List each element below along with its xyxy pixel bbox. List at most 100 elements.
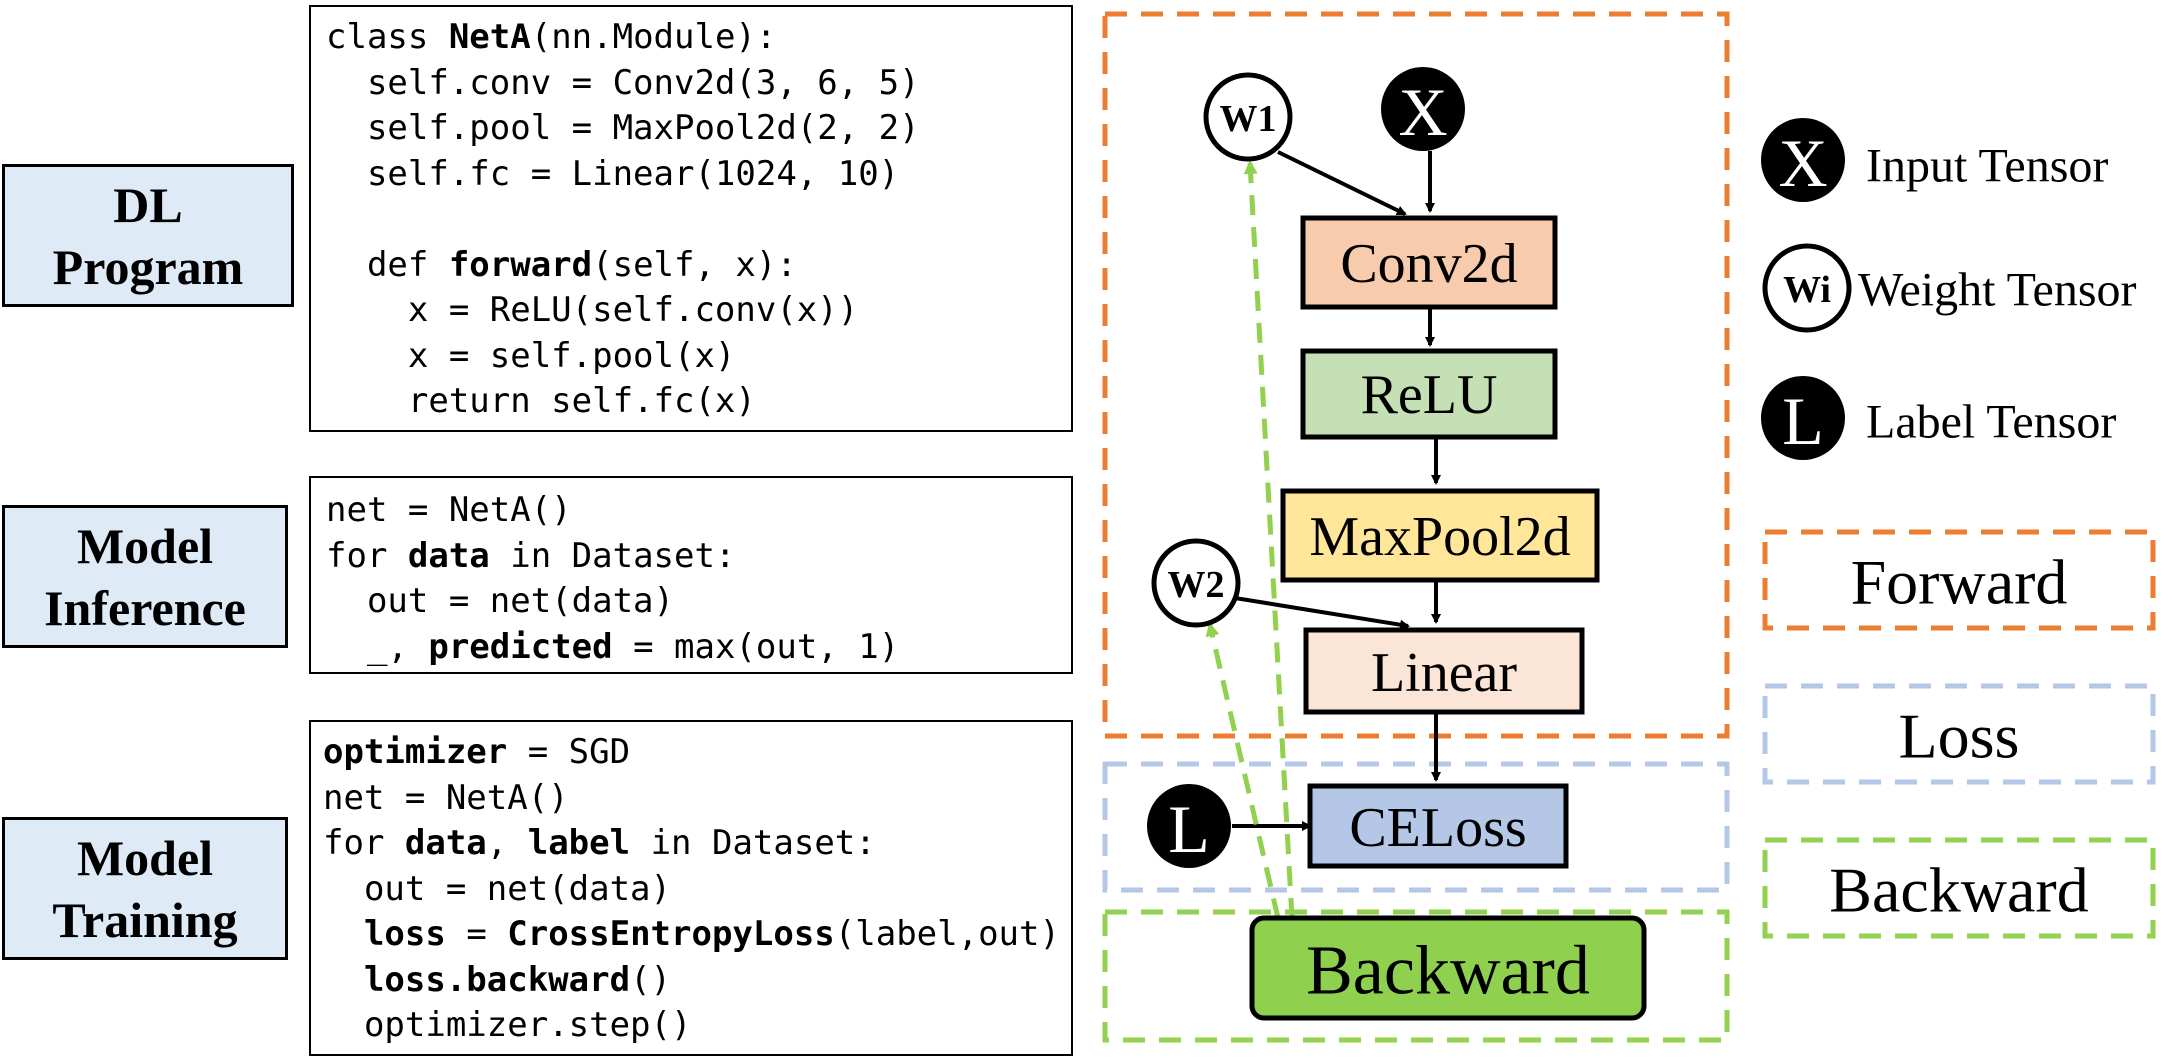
model-training-label-line-2: Training: [52, 891, 238, 948]
code-text: x = ReLU(self.conv(x)): [326, 290, 859, 330]
model-training-label: Model Training: [2, 817, 288, 960]
code-line: net = NetA(): [323, 776, 1071, 822]
code-keyword: data: [404, 823, 487, 863]
linear-node: Linear: [1303, 627, 1585, 715]
model-training-label-line-1: Model: [76, 829, 214, 886]
code-line: optimizer = SGD: [323, 730, 1071, 776]
model-inference-label-line-2: Inference: [44, 579, 246, 636]
code-keyword: label: [527, 823, 631, 863]
maxpool2d-node-label: MaxPool2d: [1309, 506, 1570, 568]
backward-region: [1102, 909, 1730, 1043]
weight1-tensor-node: W1: [1203, 72, 1293, 162]
legend-label-text: Label Tensor: [1866, 396, 2116, 449]
w2-to-linear-arrow: [1234, 596, 1410, 630]
code-line: optimizer.step(): [323, 1003, 1071, 1049]
input-tensor-node: X: [1381, 67, 1465, 151]
dl-program-label-line-1: DL: [113, 176, 183, 233]
label-tensor-node: L: [1147, 784, 1231, 868]
legend-input-text: Input Tensor: [1866, 140, 2108, 193]
legend-input-tensor: X Input Tensor: [1761, 118, 2108, 202]
code-text: out = net(data): [326, 581, 674, 621]
code-text: net = NetA(): [323, 777, 569, 818]
code-keyword: predicted: [428, 626, 613, 667]
code-text: class: [326, 17, 449, 57]
code-line: self.pool = MaxPool2d(2, 2): [326, 106, 1071, 152]
code-line: out = net(data): [323, 867, 1071, 913]
code-text: (): [630, 959, 672, 1000]
legend-backward: Backward: [1762, 837, 2156, 939]
backward-node-label: Backward: [1306, 933, 1590, 1010]
legend-input-symbol: X: [1778, 125, 1827, 201]
code-line: net = NetA(): [326, 488, 1071, 534]
legend-forward-text: Forward: [1851, 547, 2068, 618]
forward-region: [1102, 11, 1730, 739]
loss-region: [1102, 761, 1730, 893]
code-line: class NetA(nn.Module):: [326, 15, 1071, 61]
code-text: in Dataset:: [489, 535, 736, 576]
code-line: self.fc = Linear(1024, 10): [326, 152, 1071, 198]
code-line: self.conv = Conv2d(3, 6, 5): [326, 61, 1071, 107]
code-text: def: [326, 244, 449, 285]
backward-to-w2-arrow: [1205, 622, 1281, 919]
code-keyword: data: [407, 535, 490, 576]
relu-node: ReLU: [1300, 348, 1558, 440]
model-inference-label: Model Inference: [2, 505, 288, 648]
legend-weight-text: Weight Tensor: [1858, 264, 2137, 317]
legend-weight-symbol: Wi: [1783, 269, 1831, 311]
backward-node: Backward: [1249, 915, 1647, 1021]
code-text: (label,out): [834, 914, 1060, 954]
maxpool2d-node: MaxPool2d: [1280, 488, 1600, 583]
conv2d-node: Conv2d: [1300, 215, 1558, 310]
code-text: for: [326, 535, 408, 576]
code-text: = SGD: [507, 732, 631, 772]
conv2d-node-label: Conv2d: [1340, 233, 1517, 295]
code-keyword: NetA: [448, 17, 531, 57]
code-text: optimizer.step(): [323, 1005, 692, 1045]
code-text: self.conv = Conv2d(3, 6, 5): [326, 62, 920, 103]
code-line: loss.backward(): [323, 958, 1071, 1004]
label-tensor-node-label: L: [1168, 791, 1210, 867]
code-line: x = ReLU(self.conv(x)): [326, 288, 1071, 334]
legend-label-tensor: L Label Tensor: [1761, 376, 2116, 460]
legend-loss-text: Loss: [1899, 701, 2020, 772]
weight2-tensor-node-label: W2: [1168, 564, 1225, 606]
dl-program-label-line-2: Program: [52, 238, 244, 295]
legend-weight-tensor: Wi Weight Tensor: [1762, 243, 2137, 333]
code-text: =: [445, 914, 508, 954]
dl-program-label: DL Program: [2, 164, 294, 307]
code-line: return self.fc(x): [326, 379, 1071, 425]
code-keyword: forward: [448, 244, 593, 285]
code-text: net = NetA(): [326, 490, 572, 530]
code-text: ,: [486, 823, 528, 863]
code-text: (nn.Module):: [530, 17, 777, 57]
code-text: _,: [326, 626, 429, 667]
w1-to-conv-arrow: [1277, 150, 1407, 216]
code-line: for data, label in Dataset:: [323, 821, 1071, 867]
code-keyword: loss.backward: [363, 959, 631, 1000]
code-text: in Dataset:: [630, 823, 876, 863]
code-keyword: CrossEntropyLoss: [507, 914, 835, 954]
legend-backward-text: Backward: [1829, 855, 2088, 926]
code-line: x = self.pool(x): [326, 334, 1071, 380]
code-text: = max(out, 1): [612, 626, 900, 667]
code-text: x = self.pool(x): [326, 335, 736, 376]
code-line: def forward(self, x):: [326, 243, 1071, 289]
linear-node-label: Linear: [1371, 642, 1517, 704]
code-line: _, predicted = max(out, 1): [326, 625, 1071, 671]
weight1-tensor-node-label: W1: [1220, 98, 1277, 140]
code-text: self.fc = Linear(1024, 10): [326, 153, 900, 194]
code-text: self.pool = MaxPool2d(2, 2): [326, 108, 920, 148]
code-line: for data in Dataset:: [326, 534, 1071, 580]
code-text: for: [323, 823, 405, 863]
code-line: out = net(data): [326, 579, 1071, 625]
weight2-tensor-node: W2: [1151, 538, 1241, 628]
code-keyword: loss: [363, 914, 446, 954]
code-text: (self, x):: [592, 244, 797, 285]
code-text: out = net(data): [323, 868, 671, 909]
legend-forward: Forward: [1762, 529, 2156, 631]
relu-node-label: ReLU: [1361, 364, 1498, 426]
code-text: return self.fc(x): [326, 381, 756, 421]
celoss-node: CELoss: [1307, 783, 1569, 869]
